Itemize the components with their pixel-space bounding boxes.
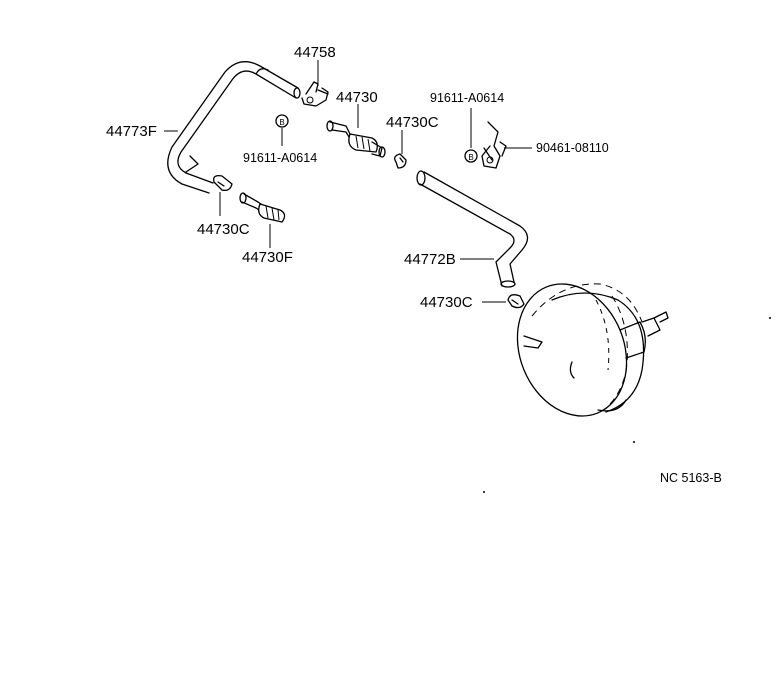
scan-speck xyxy=(633,441,635,443)
label-44730c-top: 44730C xyxy=(386,114,439,131)
bolt-marker-right-text: B xyxy=(468,153,473,162)
label-90461: 90461-08110 xyxy=(536,141,609,155)
hose-44772b xyxy=(416,170,529,288)
bolt-marker-right: B xyxy=(464,149,478,163)
vacuum-valve-44730 xyxy=(326,120,386,158)
label-91611-left: 91611-A0614 xyxy=(243,151,317,165)
fitting-44730f xyxy=(239,192,286,223)
scan-speck xyxy=(769,317,771,319)
scan-speck xyxy=(483,491,485,493)
label-91611-right: 91611-A0614 xyxy=(430,91,504,105)
label-44730c-low: 44730C xyxy=(420,294,473,311)
label-44730c-left: 44730C xyxy=(197,221,250,238)
bolt-marker-left-text: B xyxy=(279,118,284,127)
bracket-90461 xyxy=(481,121,507,169)
clamp-44730c-left xyxy=(213,174,233,192)
clamp-44730c-low xyxy=(507,294,525,309)
label-44772b: 44772B xyxy=(404,251,456,268)
label-44773f: 44773F xyxy=(106,123,157,140)
clamp-44730c-top xyxy=(394,153,407,169)
label-44730: 44730 xyxy=(336,89,378,106)
label-44758: 44758 xyxy=(294,44,336,61)
figure-code: NC 5163-B xyxy=(660,471,722,485)
bolt-marker-left: B xyxy=(275,114,289,128)
hose-44773f xyxy=(167,61,301,194)
clamp-44758 xyxy=(301,81,329,107)
brake-booster xyxy=(516,283,669,417)
label-44730f: 44730F xyxy=(242,249,293,266)
